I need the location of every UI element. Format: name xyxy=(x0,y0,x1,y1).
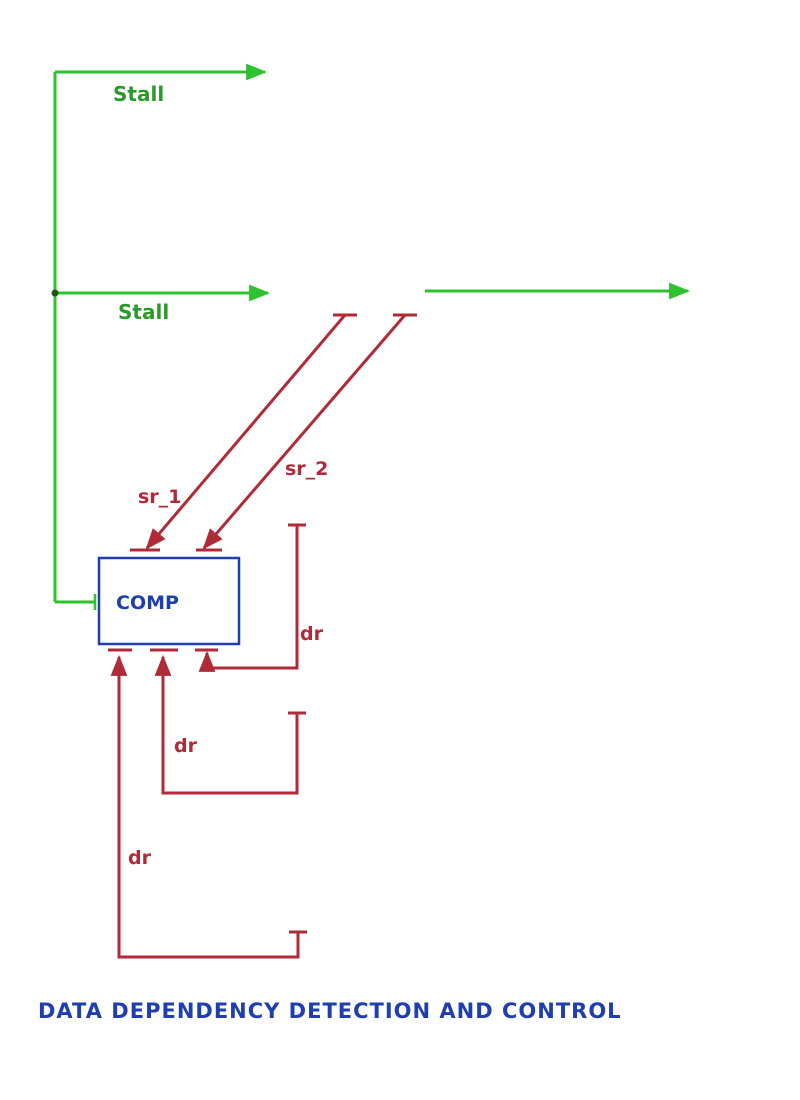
sr1-label: sr_1 xyxy=(138,486,181,508)
comp-label: COMP xyxy=(116,592,179,614)
dr1-label: dr xyxy=(300,623,324,645)
stall-junction-dot xyxy=(51,289,59,297)
sr1-wire xyxy=(145,314,347,550)
dr2-wire xyxy=(154,654,299,795)
stall-wires xyxy=(51,63,691,610)
stall-mid-label: Stall xyxy=(118,300,169,324)
dr2-label: dr xyxy=(174,735,198,757)
diagram-title: DATA DEPENDENCY DETECTION AND CONTROL xyxy=(38,999,622,1023)
dr3-label: dr xyxy=(128,847,152,869)
comp-box xyxy=(97,556,241,646)
destination-register-wires xyxy=(108,523,307,959)
stall-top-label: Stall xyxy=(113,82,164,106)
sr2-wire xyxy=(202,314,407,550)
source-register-wires xyxy=(130,313,417,552)
dr3-wire xyxy=(110,654,300,959)
dr1-wire xyxy=(212,525,299,670)
sr2-label: sr_2 xyxy=(285,458,328,480)
